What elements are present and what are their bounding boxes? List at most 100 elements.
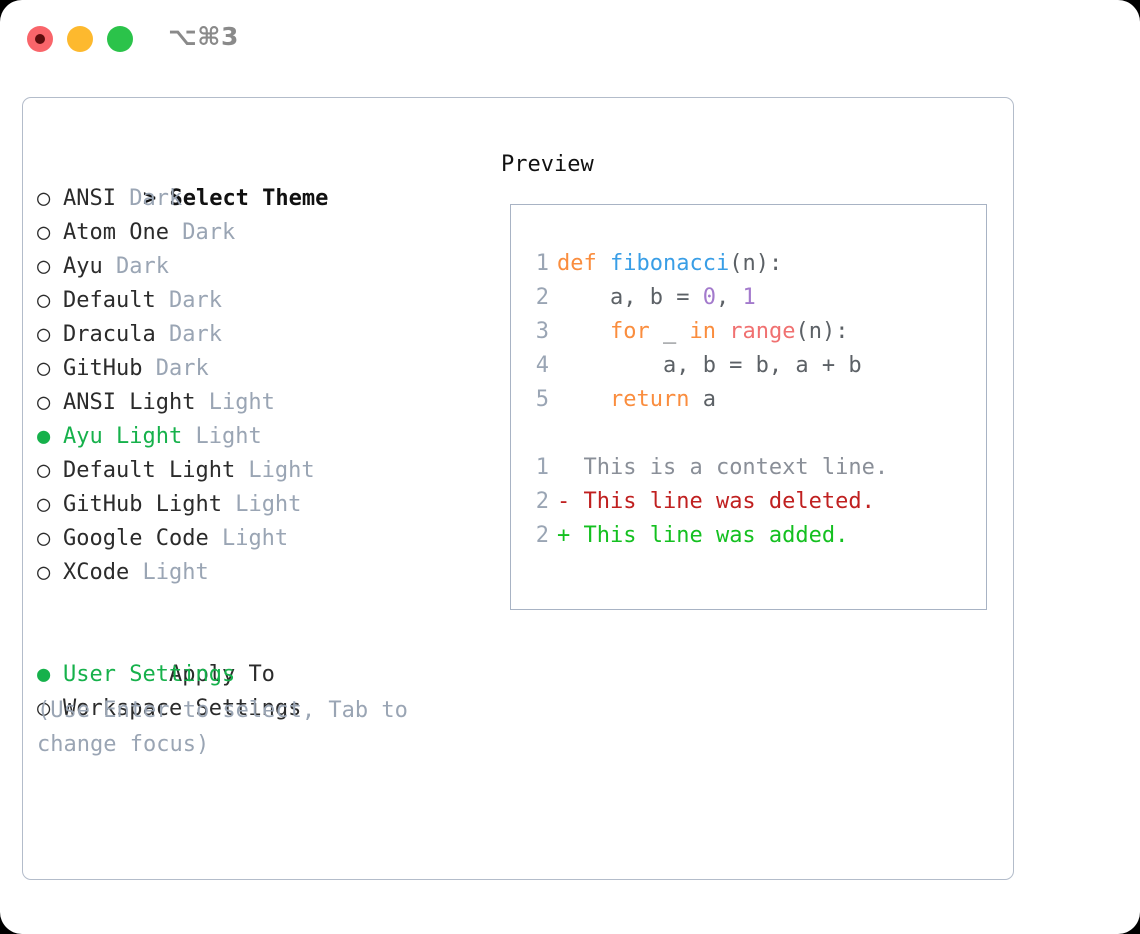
theme-item-kind: Dark <box>102 254 169 279</box>
theme-list-item[interactable]: ● Ayu Light Light <box>37 420 477 454</box>
theme-list-item[interactable]: ○ GitHub Light Light <box>37 488 477 522</box>
radio-unselected-icon: ○ <box>37 696 51 721</box>
diff-line-number: 1 <box>535 455 549 480</box>
theme-list-item[interactable]: ○GitHub Dark <box>37 352 477 386</box>
theme-item-label: GitHub Light <box>63 492 222 517</box>
code-token: a, b = <box>557 285 703 310</box>
code-token: fibonacci <box>610 251 730 276</box>
radio-unselected-icon: ○ <box>37 254 51 279</box>
diff-text: This is a context line. <box>570 455 889 480</box>
theme-item-kind: Light <box>235 458 315 483</box>
diff-line-number: 2 <box>535 523 549 548</box>
radio-unselected-icon: ○ <box>37 492 51 517</box>
code-token: return <box>609 387 690 412</box>
radio-unselected-icon: ○ <box>37 356 51 381</box>
radio-unselected-icon: ○ <box>37 560 51 585</box>
theme-item-kind: Dark <box>155 288 222 313</box>
theme-item-label: Atom One <box>63 220 169 245</box>
theme-list-item[interactable]: ○ XCode Light <box>37 556 477 590</box>
diff-line-number: 2 <box>535 489 549 514</box>
theme-list-item[interactable]: ○ ANSI Light Light <box>37 386 477 420</box>
code-token: in <box>689 319 716 344</box>
radio-selected-icon: ● <box>37 662 51 687</box>
theme-item-kind: Light <box>182 424 262 449</box>
theme-item-label: Ayu Light <box>63 424 183 449</box>
radio-unselected-icon: ○ <box>37 322 51 347</box>
theme-item-kind: Light <box>129 560 209 585</box>
theme-list-item[interactable]: ○ Atom One Dark <box>37 216 477 250</box>
apply-to-header-label: Apply To <box>168 662 275 687</box>
code-token: (n): <box>795 319 849 344</box>
code-line: 5 return a <box>527 383 978 417</box>
theme-list-header: > Select Theme <box>37 148 477 211</box>
diff-line: 2- This line was deleted. <box>527 485 978 519</box>
theme-item-label: Ayu <box>63 254 103 279</box>
theme-list-item[interactable]: ○ANSI Dark <box>37 182 477 216</box>
theme-item-label: Dracula <box>63 322 156 347</box>
radio-unselected-icon: ○ <box>37 390 51 415</box>
code-line: 2 a, b = 0, 1 <box>527 281 978 315</box>
code-token: 1 <box>742 285 756 310</box>
theme-list-item[interactable]: ○Dracula Dark <box>37 318 477 352</box>
code-token: def <box>557 251 597 276</box>
code-line-number: 3 <box>535 319 549 344</box>
code-token <box>557 387 610 412</box>
theme-item-kind: Dark <box>142 356 209 381</box>
minimize-dot[interactable] <box>67 26 93 52</box>
apply-to-list: ● User Settings ○ Workspace Settings <box>37 658 477 726</box>
code-line: 3 for _ in range(n): <box>527 315 978 349</box>
diff-line: 1 This is a context line. <box>527 451 978 485</box>
apply-to-item[interactable]: ● User Settings <box>37 658 477 692</box>
code-line: 1 def fibonacci(n): <box>527 247 978 281</box>
apply-to-item-label: User Settings <box>63 662 236 687</box>
theme-item-label: ANSI Light <box>63 390 196 415</box>
diff-text: This line was added. <box>570 523 849 548</box>
code-token: _ <box>649 319 690 344</box>
code-token <box>557 319 610 344</box>
theme-list-item[interactable]: ○ Ayu Dark <box>37 250 477 284</box>
diff-sign: + <box>557 523 571 548</box>
code-token: a, b = b, a + b <box>557 353 862 378</box>
apply-to-item[interactable]: ○ Workspace Settings <box>37 692 477 726</box>
theme-list-item[interactable]: ○Default Dark <box>37 284 477 318</box>
radio-unselected-icon: ○ <box>37 220 51 245</box>
theme-item-label: Google Code <box>63 526 209 551</box>
code-line-number: 5 <box>535 387 549 412</box>
close-dot[interactable] <box>27 26 53 52</box>
radio-unselected-icon: ○ <box>37 526 51 551</box>
code-token <box>597 251 610 276</box>
apply-to-item-label: Workspace Settings <box>63 696 302 721</box>
code-line-number: 1 <box>535 251 549 276</box>
title-bar: ⌥⌘3 <box>0 0 1140 78</box>
code-token: 0 <box>702 285 716 310</box>
section-spacer <box>37 590 477 624</box>
theme-list-item[interactable]: ○ Default Light Light <box>37 454 477 488</box>
code-token: range <box>729 319 796 344</box>
close-dot-inner <box>35 34 45 44</box>
theme-list-column: > Select Theme ○ANSI Dark○Atom One Dark○… <box>37 148 477 726</box>
theme-item-kind: Light <box>221 492 302 517</box>
theme-item-label: Default Light <box>63 458 236 483</box>
diff-sign: - <box>557 489 571 514</box>
theme-item-kind: Dark <box>168 220 236 245</box>
radio-selected-icon: ● <box>37 424 51 449</box>
theme-item-kind: Light <box>195 390 275 415</box>
code-token: a <box>689 387 716 412</box>
diff-sign <box>557 455 570 480</box>
hint-text: (Use Enter to select, Tab to change focu… <box>37 698 408 757</box>
theme-item-kind: Light <box>208 526 289 551</box>
code-token <box>716 319 729 344</box>
code-token: , <box>715 285 743 310</box>
radio-unselected-icon: ○ <box>37 288 51 313</box>
theme-picker-panel: > Select Theme ○ANSI Dark○Atom One Dark○… <box>22 97 1014 880</box>
theme-list-item[interactable]: ○ Google Code Light <box>37 522 477 556</box>
code-line-number: 4 <box>535 353 549 378</box>
theme-item-label: ANSI <box>63 186 116 211</box>
maximize-dot[interactable] <box>107 26 133 52</box>
theme-item-label: XCode <box>63 560 130 585</box>
code-token: (n): <box>729 251 783 276</box>
radio-unselected-icon: ○ <box>37 458 51 483</box>
diff-sample: 1 This is a context line.2- This line wa… <box>527 451 978 553</box>
